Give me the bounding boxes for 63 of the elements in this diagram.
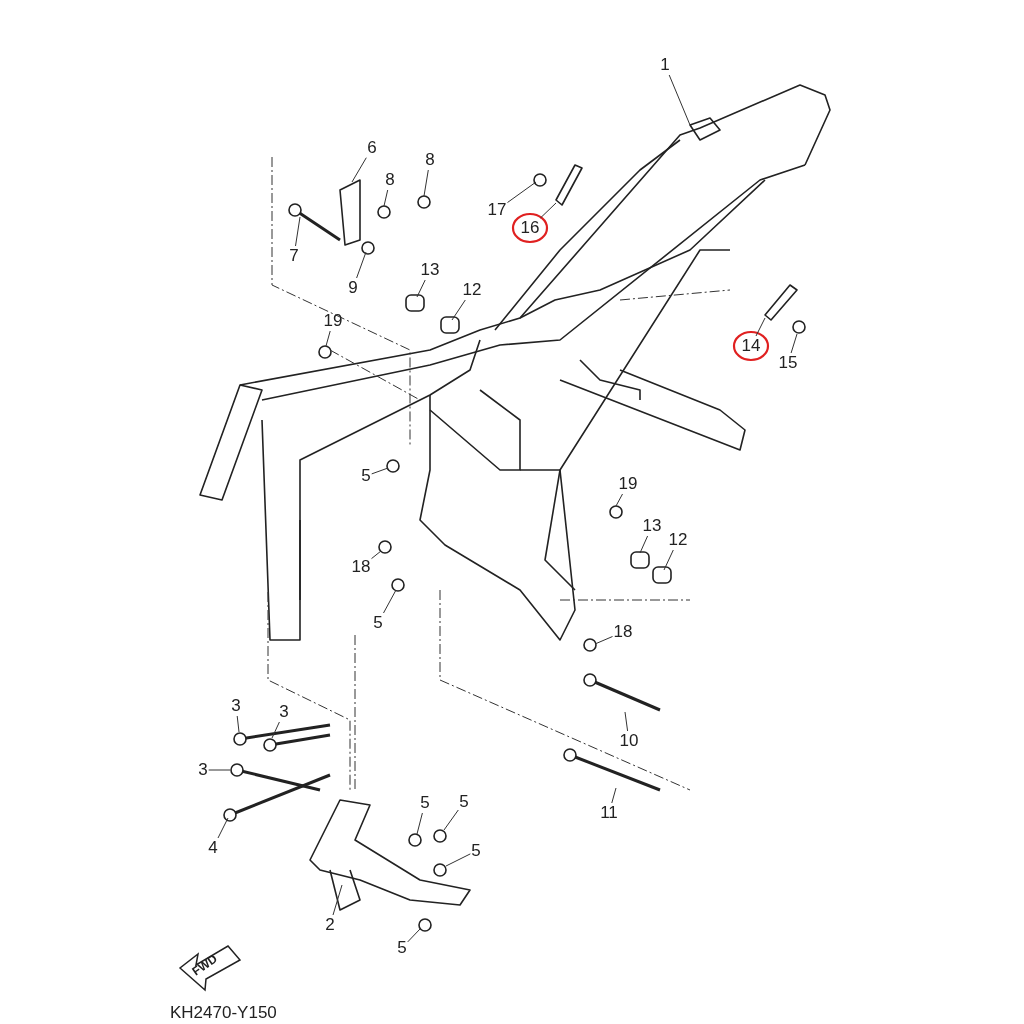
- callout-number: 18: [612, 622, 634, 642]
- callout-number: 5: [458, 792, 470, 812]
- callout-number: 9: [347, 278, 359, 298]
- callout-number: 12: [667, 530, 689, 550]
- leader-line: [383, 589, 397, 614]
- callout-number: 10: [618, 731, 640, 751]
- callout-number: 5: [372, 613, 384, 633]
- leader-line: [668, 74, 691, 126]
- leader-line: [755, 317, 766, 337]
- callout-number: 8: [424, 150, 436, 170]
- leader-line: [271, 721, 280, 739]
- callout-number: 15: [777, 353, 799, 373]
- leader-line: [407, 928, 421, 943]
- callout-number: 3: [230, 696, 242, 716]
- callout-number: 13: [419, 260, 441, 280]
- leader-line: [416, 812, 423, 835]
- leader-line: [236, 715, 240, 733]
- callout-number: 19: [617, 474, 639, 494]
- callout-number: 4: [207, 838, 219, 858]
- leader-line: [356, 251, 367, 279]
- callout-number: 17: [486, 200, 508, 220]
- leader-line: [611, 787, 617, 804]
- leader-line: [624, 711, 629, 732]
- callout-number: 7: [288, 246, 300, 266]
- callout-number: 6: [366, 138, 378, 158]
- callout-number: 13: [641, 516, 663, 536]
- callout-number: 5: [419, 793, 431, 813]
- callout-number: 16: [519, 218, 541, 238]
- leader-line: [383, 189, 389, 207]
- leader-line: [790, 333, 798, 354]
- callout-number: 2: [324, 915, 336, 935]
- callout-number: 14: [740, 336, 762, 356]
- callout-number: 5: [470, 841, 482, 861]
- leader-line: [451, 299, 466, 321]
- callout-number: 18: [350, 557, 372, 577]
- leader-line: [208, 769, 231, 771]
- leader-line: [639, 535, 649, 554]
- callout-number: 19: [322, 311, 344, 331]
- callout-number: 1: [659, 55, 671, 75]
- leader-line: [325, 330, 331, 347]
- drawing-code: KH2470-Y150: [170, 1003, 277, 1023]
- leader-line: [295, 216, 301, 247]
- callout-number: 8: [384, 170, 396, 190]
- leader-line: [507, 181, 537, 203]
- leader-line: [663, 549, 674, 571]
- callout-number: 3: [278, 702, 290, 722]
- callout-number: 3: [197, 760, 209, 780]
- leader-line: [615, 493, 623, 507]
- leader-line: [539, 202, 557, 219]
- leader-line: [351, 157, 367, 183]
- callout-number: 12: [461, 280, 483, 300]
- callout-number: 11: [599, 803, 619, 823]
- callout-number: 5: [396, 938, 408, 958]
- leader-line: [371, 550, 382, 560]
- callout-number: 5: [360, 466, 372, 486]
- leader-line: [416, 279, 426, 298]
- leader-line: [443, 809, 459, 831]
- leader-line: [332, 884, 343, 916]
- leader-line: [217, 817, 229, 839]
- leader-line: [371, 467, 389, 475]
- leader-line: [445, 853, 471, 867]
- leader-line: [423, 169, 429, 197]
- leader-line: [594, 636, 613, 645]
